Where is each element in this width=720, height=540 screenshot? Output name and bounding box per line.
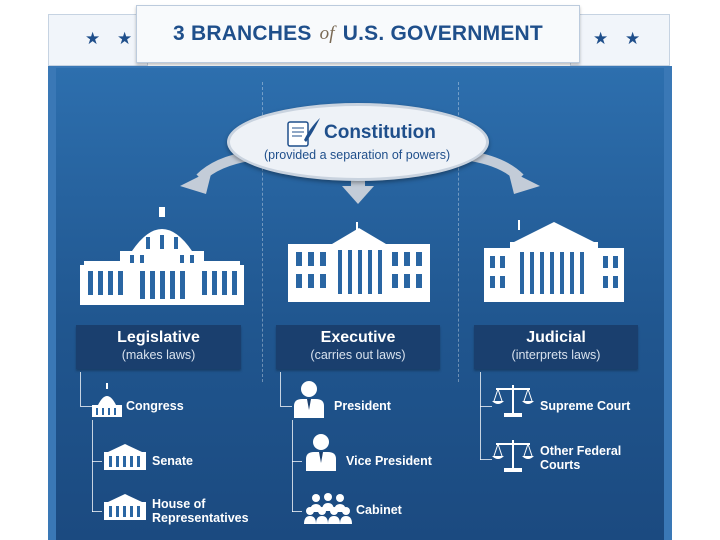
- stars-left-icon: ★ ★: [85, 29, 139, 48]
- item-congress: Congress: [126, 399, 184, 413]
- arrow-left-head-icon: [180, 170, 212, 194]
- house-building-icon: [104, 494, 146, 520]
- tree-line: [92, 420, 93, 512]
- tree-line: [480, 372, 481, 460]
- cabinet-group-icon: [304, 493, 352, 524]
- branch-executive-title: Executive: [320, 329, 396, 346]
- item-house-of-representatives: House of Representatives: [152, 497, 249, 525]
- tree-line: [280, 406, 292, 407]
- item-president: President: [334, 399, 391, 413]
- tree-line: [80, 406, 92, 407]
- president-person-icon: [294, 381, 324, 418]
- stars-right-icon: ★ ★: [593, 29, 647, 48]
- vice-president-person-icon: [306, 434, 336, 471]
- constitution-scroll-icon: [287, 118, 320, 147]
- branch-legislative-title: Legislative: [117, 329, 200, 346]
- branch-legislative-subtitle: (makes laws): [121, 348, 196, 362]
- senate-building-icon: [104, 444, 146, 470]
- item-cabinet: Cabinet: [356, 503, 402, 517]
- congress-capitol-icon: [92, 383, 122, 417]
- tree-line: [292, 461, 302, 462]
- title-of: of: [319, 23, 335, 44]
- constitution-oval: Constitution (provided a separation of p…: [227, 103, 489, 181]
- item-vice-president: Vice President: [346, 454, 432, 468]
- branch-judicial: Judicial (interprets laws): [474, 325, 638, 369]
- arrow-center-icon: [351, 178, 365, 188]
- tree-line: [92, 461, 102, 462]
- tree-line: [280, 372, 281, 406]
- federal-courts-scales-icon: [492, 440, 534, 472]
- item-supreme-court: Supreme Court: [540, 399, 631, 413]
- tree-line: [92, 511, 102, 512]
- branch-executive: Executive (carries out laws): [276, 325, 440, 369]
- constitution-title: Constitution: [324, 122, 436, 143]
- constitution-subtitle: (provided a separation of powers): [264, 148, 451, 162]
- branch-legislative: Legislative (makes laws): [76, 325, 241, 369]
- page-title: 3 BRANCHES of U.S. GOVERNMENT: [136, 5, 580, 63]
- header-left-wing: ★ ★: [48, 14, 148, 66]
- title-part-1: 3 BRANCHES: [173, 22, 312, 45]
- column-divider-left: [262, 82, 263, 382]
- arrow-center-head-icon: [342, 186, 374, 204]
- header-right-wing: ★ ★: [570, 14, 670, 66]
- column-divider-right: [458, 82, 459, 382]
- tree-line: [80, 372, 81, 406]
- supreme-court-building-icon: [484, 220, 624, 302]
- distribution-arrows: [180, 151, 540, 204]
- branch-executive-subtitle: (carries out laws): [310, 348, 406, 362]
- branch-judicial-title: Judicial: [526, 329, 586, 346]
- tree-line: [292, 420, 293, 512]
- item-other-federal-courts: Other Federal Courts: [540, 444, 622, 472]
- tree-line: [480, 406, 492, 407]
- arrow-right-head-icon: [508, 170, 540, 194]
- supreme-court-scales-icon: [492, 385, 534, 417]
- branch-judicial-subtitle: (interprets laws): [511, 348, 601, 362]
- tree-line: [292, 511, 302, 512]
- tree-line: [480, 459, 492, 460]
- capitol-building-icon: [80, 207, 244, 305]
- white-house-icon: [288, 222, 430, 302]
- title-part-2: U.S. GOVERNMENT: [342, 22, 543, 45]
- item-senate: Senate: [152, 454, 193, 468]
